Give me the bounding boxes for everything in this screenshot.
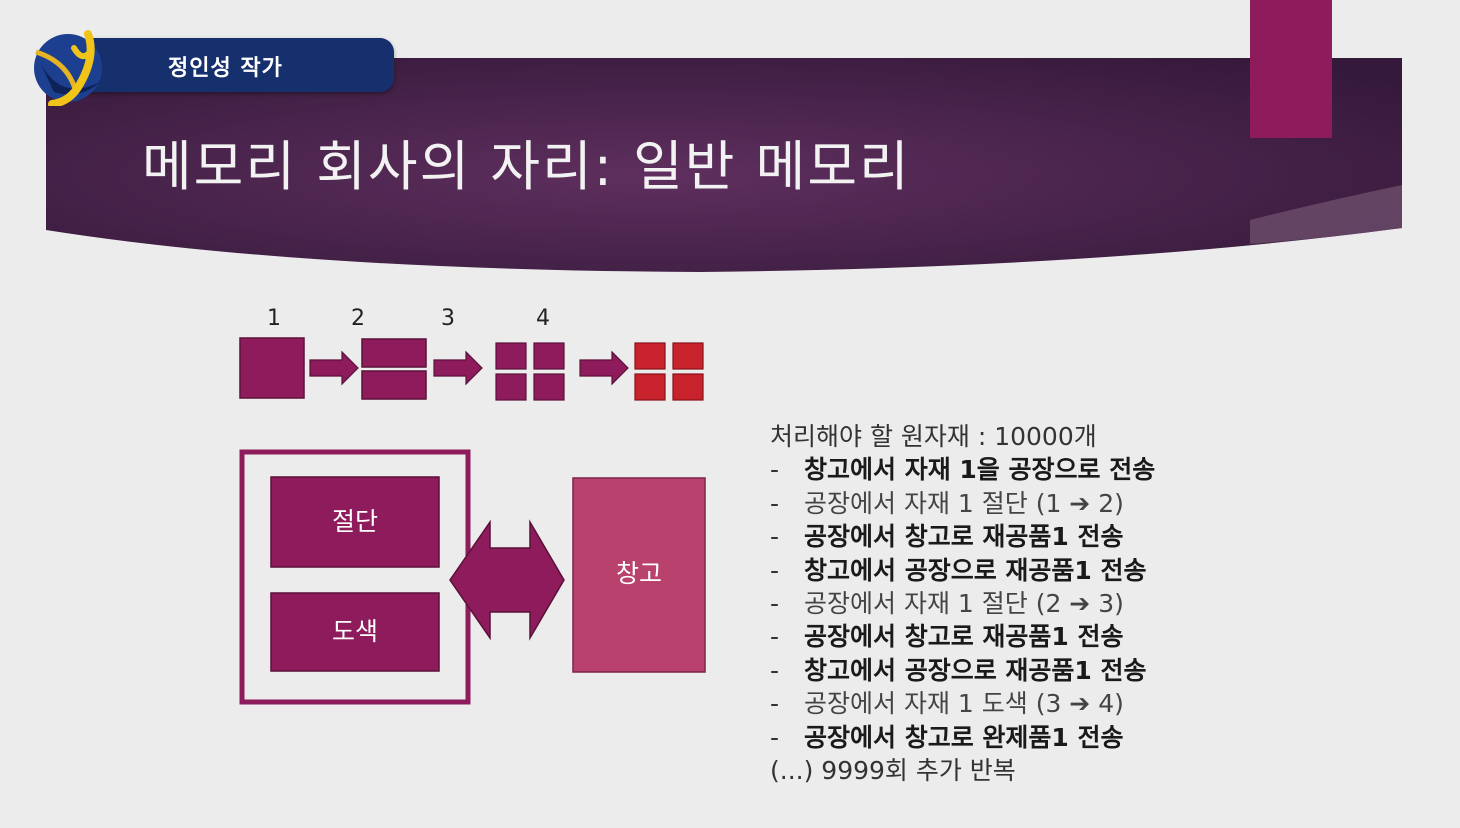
step-bullet: - bbox=[770, 488, 780, 518]
step-item: -창고에서 자재 1을 공장으로 전송 bbox=[770, 453, 1450, 486]
step-bullet: - bbox=[770, 622, 780, 652]
step-item: -공장에서 자재 1 절단 (2 ➔ 3) bbox=[770, 587, 1450, 620]
stage-3-block bbox=[495, 373, 527, 401]
stage-3-block bbox=[495, 342, 527, 370]
step-bullet: - bbox=[770, 655, 780, 685]
stage-3-block bbox=[533, 373, 565, 401]
step-item: -공장에서 자재 1 도색 (3 ➔ 4) bbox=[770, 687, 1450, 720]
title-banner bbox=[46, 58, 1402, 272]
process-cut-box bbox=[270, 476, 440, 568]
process-cut-label: 절단 bbox=[332, 507, 378, 536]
process-paint-label: 도색 bbox=[332, 617, 378, 646]
step-text: 창고에서 자재 1을 공장으로 전송 bbox=[804, 455, 1156, 485]
flow-arrow-3 bbox=[579, 350, 629, 386]
step-text: 창고에서 공장으로 재공품1 전송 bbox=[804, 555, 1147, 585]
y-logo-icon bbox=[34, 30, 102, 106]
stage-number-3: 3 bbox=[441, 306, 455, 331]
steps-footer: (...) 9999회 추가 반복 bbox=[770, 756, 1016, 786]
step-bullet: - bbox=[770, 455, 780, 485]
bidirectional-arrow-icon bbox=[449, 519, 565, 641]
step-text: 공장에서 창고로 완제품1 전송 bbox=[804, 722, 1124, 752]
step-text: 공장에서 창고로 재공품1 전송 bbox=[804, 622, 1124, 652]
stage-number-2: 2 bbox=[351, 306, 365, 331]
step-item: -공장에서 창고로 재공품1 전송 bbox=[770, 520, 1450, 553]
stage-4-block bbox=[634, 373, 666, 401]
stage-number-4: 4 bbox=[536, 306, 550, 331]
step-text: 공장에서 자재 1 절단 (1 ➔ 2) bbox=[804, 488, 1124, 518]
step-item: -공장에서 창고로 완제품1 전송 bbox=[770, 721, 1450, 754]
warehouse-label: 창고 bbox=[616, 559, 662, 588]
stage-4-block bbox=[634, 342, 666, 370]
step-text: 창고에서 공장으로 재공품1 전송 bbox=[804, 655, 1147, 685]
step-item: -공장에서 창고로 재공품1 전송 bbox=[770, 620, 1450, 653]
step-bullet: - bbox=[770, 689, 780, 719]
step-bullet: - bbox=[770, 589, 780, 619]
flow-arrow-1 bbox=[309, 350, 359, 386]
author-tab: 정인성 작가 bbox=[88, 38, 394, 92]
step-bullet: - bbox=[770, 522, 780, 552]
step-bullet: - bbox=[770, 722, 780, 752]
stage-1-block bbox=[239, 337, 305, 399]
step-item: -공장에서 자재 1 절단 (1 ➔ 2) bbox=[770, 487, 1450, 520]
stage-3-block bbox=[533, 342, 565, 370]
step-list: -창고에서 자재 1을 공장으로 전송-공장에서 자재 1 절단 (1 ➔ 2)… bbox=[770, 453, 1450, 754]
stage-2-block-top bbox=[361, 338, 427, 368]
step-text: 공장에서 자재 1 도색 (3 ➔ 4) bbox=[804, 689, 1124, 719]
stage-4-block bbox=[672, 373, 704, 401]
accent-bar bbox=[1250, 0, 1332, 138]
slide-title: 메모리 회사의 자리: 일반 메모리 bbox=[142, 135, 911, 198]
factory-warehouse-diagram: 절단 도색 창고 bbox=[239, 449, 706, 705]
author-name: 정인성 작가 bbox=[168, 56, 283, 81]
warehouse-box bbox=[572, 477, 706, 673]
step-text: 공장에서 자재 1 절단 (2 ➔ 3) bbox=[804, 589, 1124, 619]
process-paint-box bbox=[270, 592, 440, 672]
step-bullet: - bbox=[770, 555, 780, 585]
steps-header: 처리해야 할 원자재 : 10000개 bbox=[770, 422, 1097, 451]
step-item: -창고에서 공장으로 재공품1 전송 bbox=[770, 654, 1450, 687]
stage-number-1: 1 bbox=[267, 306, 281, 331]
step-item: -창고에서 공장으로 재공품1 전송 bbox=[770, 554, 1450, 587]
material-flow-diagram: 1 2 3 4 bbox=[239, 306, 704, 401]
stage-4-block bbox=[672, 342, 704, 370]
flow-arrow-2 bbox=[433, 350, 483, 386]
step-text: 공장에서 창고로 재공품1 전송 bbox=[804, 522, 1124, 552]
process-steps: 처리해야 할 원자재 : 10000개 -창고에서 자재 1을 공장으로 전송-… bbox=[770, 420, 1450, 787]
stage-2-block-bottom bbox=[361, 370, 427, 400]
